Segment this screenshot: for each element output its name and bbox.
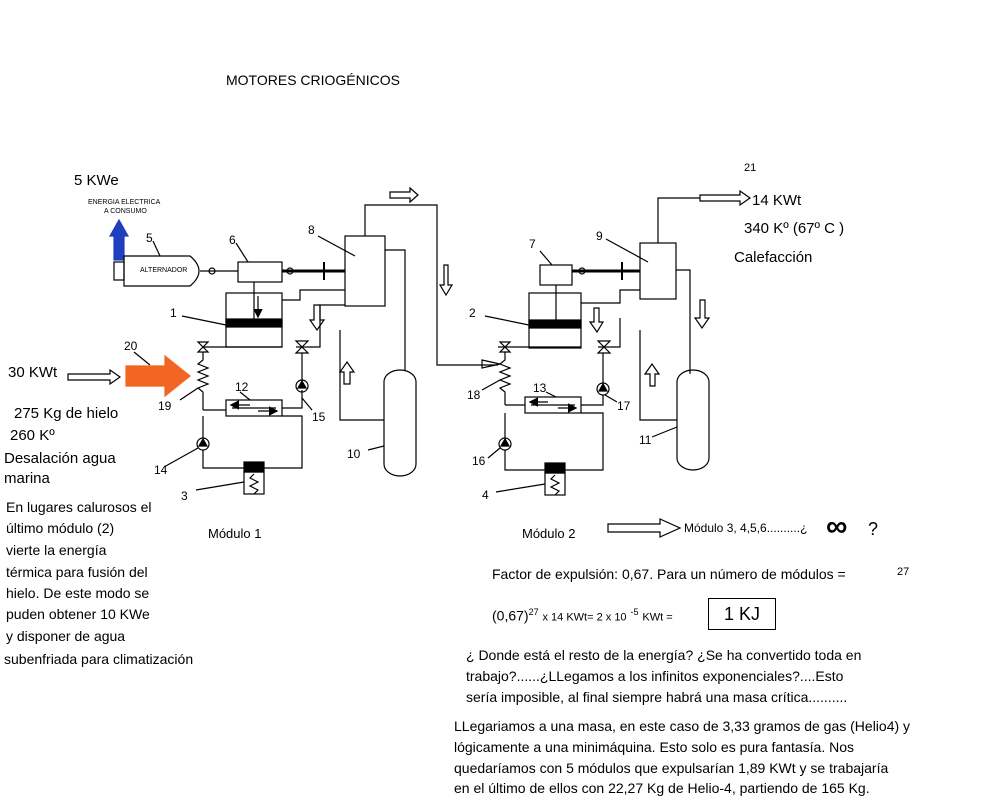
part-number-9: 9 [596, 229, 603, 243]
formula-unit: KWt = [642, 611, 673, 624]
tank-10 [383, 369, 417, 477]
part-number-4: 4 [482, 488, 489, 502]
note-line: térmica para fusión del [6, 564, 148, 580]
result-box: 1 KJ [708, 598, 776, 630]
question-line: sería imposible, al final siempre habrá … [466, 689, 848, 705]
ice-mass-label: 275 Kg de hielo [14, 405, 119, 422]
part-number-7: 7 [529, 237, 536, 251]
part-number-18: 18 [467, 388, 481, 402]
component-6 [237, 261, 283, 283]
page-title: MOTORES CRIOGÉNICOS [226, 72, 400, 88]
energy-label-line2: A CONSUMO [104, 208, 147, 215]
inlet-arrow-icon [481, 359, 501, 369]
conclusion-line: quedaríamos con 5 módulos que expulsaría… [454, 760, 889, 776]
flow-arrow-icon [308, 304, 326, 332]
part-number-2: 2 [469, 306, 476, 320]
heat-exchanger-9 [639, 242, 677, 300]
engine-cylinder-2 [528, 285, 582, 349]
note-line: puden obtener 10 KWe [6, 606, 150, 622]
part-number-3: 3 [181, 489, 188, 503]
formula-middle: x 14 KWt= 2 x 10 [542, 611, 627, 624]
part-number-13: 13 [533, 381, 547, 395]
module-1-label: Módulo 1 [208, 526, 262, 541]
expulsion-factor-text: Factor de expulsión: 0,67. Para un númer… [492, 566, 846, 582]
note-line: y disponer de agua [6, 628, 126, 644]
formula: (0,67)27 x 14 KWt= 2 x 10 -5 KWt = [492, 607, 673, 625]
part-number-8: 8 [308, 223, 315, 237]
power-output-label: 5 KWe [74, 172, 119, 189]
note-line: último módulo (2) [6, 520, 115, 536]
component-4-top [544, 462, 566, 474]
flow-arrow-icon [338, 360, 356, 385]
valve-15 [294, 340, 310, 354]
energy-up-arrow-icon [108, 218, 130, 261]
flow-arrow-icon [693, 299, 711, 330]
heat-input-label: 30 KWt [8, 364, 58, 381]
temperature-label: 340 Kº (67º C ) [744, 220, 845, 237]
part-number-15: 15 [312, 410, 326, 424]
valve-17 [596, 340, 612, 354]
part-number-16: 16 [472, 454, 486, 468]
conclusion-line: LLegariamos a una masa, en este caso de … [454, 718, 911, 734]
heating-label: Calefacción [734, 249, 813, 266]
part-number-6: 6 [229, 233, 236, 247]
question-line: ¿ Donde está el resto de la energía? ¿Se… [466, 647, 862, 663]
part-number-17: 17 [617, 399, 631, 413]
part-number-10: 10 [347, 447, 361, 461]
flow-arrow-icon [643, 362, 661, 387]
tank-11 [676, 369, 710, 471]
flow-arrow-icon [588, 307, 605, 334]
part-number-5: 5 [146, 231, 153, 245]
component-4 [544, 472, 566, 496]
part-number-19: 19 [158, 399, 172, 413]
component-7 [539, 264, 573, 286]
conclusion-line: lógicamente a una minimáquina. Esto solo… [454, 739, 855, 755]
next-modules-label: Módulo 3, 4,5,6..........¿ [684, 521, 808, 535]
heat-output-label: 14 KWt [752, 192, 802, 209]
formula-exponent: 27 [528, 607, 539, 617]
heat-flow-orange-arrow-icon [125, 354, 191, 398]
part-number-1: 1 [170, 306, 177, 320]
part-number-11: 11 [639, 433, 652, 447]
module-2-label: Módulo 2 [522, 526, 576, 541]
part-number-14: 14 [154, 463, 168, 477]
alternator-label: ALTERNADOR [140, 267, 188, 274]
note-line: hielo. De este modo se [6, 585, 150, 601]
engine-cylinder-1 [225, 282, 283, 348]
note-line: En lugares calurosos el [6, 499, 152, 515]
heat-exchanger-8 [344, 235, 386, 307]
question-mark: ? [868, 519, 879, 539]
part-number-12: 12 [235, 380, 249, 394]
component-3-top [243, 461, 265, 473]
formula-exponent-2: -5 [630, 607, 639, 617]
flow-arrow-icon [389, 186, 419, 204]
formula-base: (0,67) [492, 607, 529, 624]
part-number-20: 20 [124, 339, 138, 353]
desalination-line1: Desalación agua [4, 450, 116, 467]
heat-output-arrow-icon [699, 189, 752, 207]
conclusion-line: en el último de ellos con 22,27 Kg de He… [454, 780, 870, 796]
valve-19 [196, 341, 210, 353]
energy-label-line1: ENERGIA ELECTRICA [88, 199, 161, 206]
note-line: vierte la energía [6, 542, 107, 558]
infinity-symbol: ∞ [826, 510, 848, 543]
part-number-21: 21 [744, 162, 757, 174]
question-line: trabajo?......¿LLegamos a los infinitos … [466, 668, 844, 684]
ice-temp-label: 260 Kº [10, 427, 55, 444]
alternator [113, 255, 238, 287]
heat-input-arrow-icon [67, 368, 122, 386]
desalination-line2: marina [4, 470, 50, 487]
component-3 [243, 471, 265, 495]
note-line: subenfriada para climatización [4, 651, 194, 667]
valve-18 [498, 341, 512, 353]
modules-count: 27 [897, 566, 910, 578]
flow-arrow-icon [438, 264, 454, 297]
next-module-arrow-icon [607, 518, 682, 538]
